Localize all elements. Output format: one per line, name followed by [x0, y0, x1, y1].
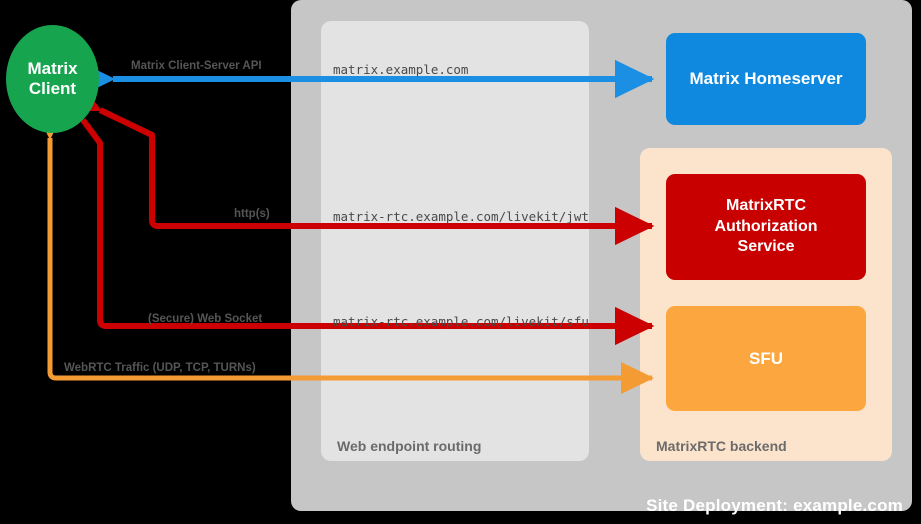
edge-label-webrtc-traffic: WebRTC Traffic (UDP, TCP, TURNs)	[64, 362, 256, 374]
matrixrtc-auth-label-line2: Authorization	[714, 217, 818, 235]
edge-label-matrix-client-server-api: Matrix Client-Server API	[131, 60, 262, 72]
node-sfu[interactable]: SFU	[666, 306, 866, 411]
container-label-site-deployment: Site Deployment: example.com	[646, 496, 903, 515]
endpoint-label-livekit-jwt: matrix-rtc.example.com/livekit/jwt	[333, 209, 589, 224]
endpoint-label-matrix-example-com: matrix.example.com	[333, 62, 469, 77]
edge-label-https: http(s)	[234, 208, 270, 220]
node-matrix-homeserver[interactable]: Matrix Homeserver	[666, 33, 866, 125]
matrixrtc-auth-label-line3: Service	[737, 238, 795, 256]
container-label-web-endpoint-routing: Web endpoint routing	[337, 438, 482, 454]
matrix-client-label-line1: Matrix	[27, 59, 78, 79]
edge-label-secure-websocket: (Secure) Web Socket	[148, 313, 263, 325]
matrix-client-label-line2: Client	[28, 79, 77, 98]
container-label-matrixrtc-backend: MatrixRTC backend	[656, 438, 787, 454]
endpoint-label-livekit-sfu: matrix-rtc.example.com/livekit/sfu	[333, 314, 589, 329]
matrix-homeserver-label: Matrix Homeserver	[689, 69, 843, 88]
node-matrixrtc-authorization-service[interactable]: MatrixRTC Authorization Service	[666, 174, 866, 280]
sfu-label: SFU	[749, 348, 783, 368]
node-matrix-client[interactable]: Matrix Client	[6, 25, 99, 133]
edge-webrtc-traffic	[34, 107, 655, 394]
matrixrtc-auth-label-line1: MatrixRTC	[725, 196, 806, 214]
